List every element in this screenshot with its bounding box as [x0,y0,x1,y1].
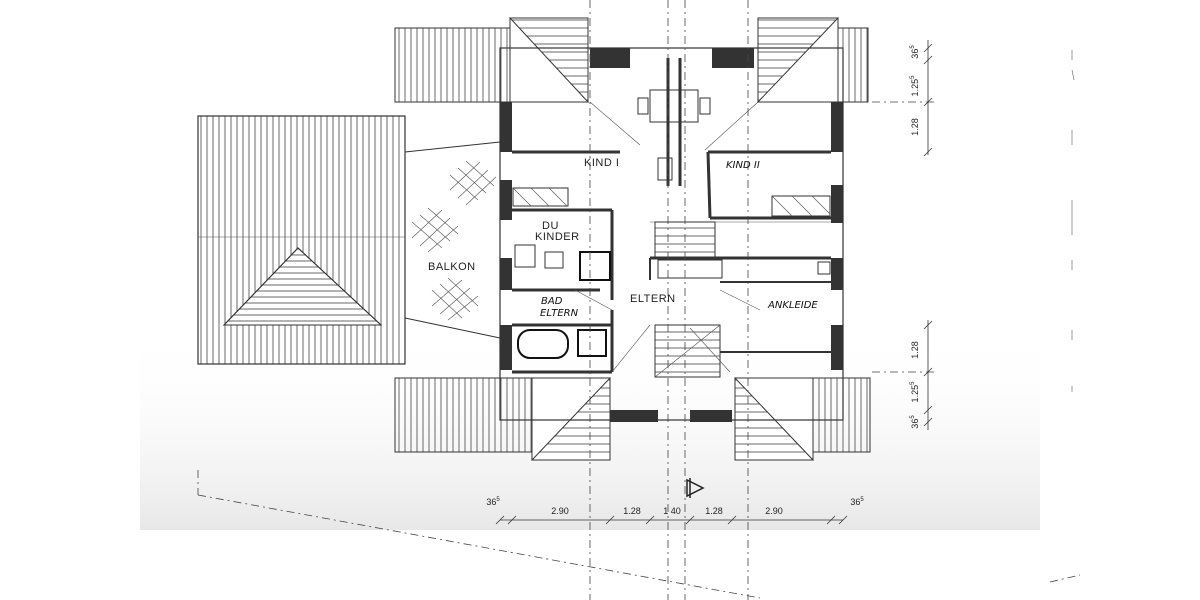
dimension-label: 365 [910,415,920,429]
dimension-tick [838,515,848,525]
margin-marks [1071,50,1075,392]
dimension-label: 2.90 [765,506,783,516]
dimension-tick [923,417,933,427]
label-du-kinder-2: KINDER [535,231,580,243]
dimension-label: 1.28 [910,118,920,136]
dimension-tick [923,97,933,107]
bathroom-fixtures [512,157,673,359]
label-kind-2: KIND II [726,160,760,171]
roof-top-left [394,17,589,104]
dimension-tick [923,405,933,415]
dimension-bottom: 365 2.90 1.28 1 40 1.28 2.90 365 [486,497,864,525]
balcony-roof [197,115,406,365]
dimension-tick [685,515,695,525]
dimension-label: 1.28 [705,506,723,516]
dimension-label: 365 [486,497,500,507]
dimension-tick [727,515,737,525]
label-kind-1: KIND I [584,157,619,169]
label-bad-eltern-2: ELTERN [540,308,579,319]
roof-top-right [757,17,869,104]
dimension-label: 365 [850,497,864,507]
dimension-label: 1 40 [663,506,681,516]
label-eltern: ELTERN [630,293,676,305]
dimension-label: 1.28 [910,341,920,359]
label-du-kinder-1: DU [542,220,559,232]
dimension-label: 2.90 [551,506,569,516]
dimension-tick [507,515,517,525]
dimension-tick [923,367,933,377]
dimension-tick [826,515,836,525]
roof-bottom-right [734,376,871,461]
dimension-label: 1.28 [623,506,641,516]
dimension-label: 365 [910,45,920,59]
dimension-label: 1.255 [910,381,920,403]
dimension-tick [923,147,933,157]
building-outline [499,47,844,422]
label-bad-eltern-1: BAD [541,296,563,307]
roof-slope-lines [574,101,761,373]
label-balkon: BALKON [428,261,476,273]
dimension-tick [495,515,505,525]
dimension-tick [605,515,615,525]
entrance-arrow-icon [686,478,705,498]
dimension-label: 1.255 [910,75,920,97]
kind2-fixtures [657,195,831,279]
label-ankleide: ANKLEIDE [767,300,818,311]
dimension-tick [923,43,933,53]
dimension-right: 365 1.255 1.28 1.28 1.255 365 [910,40,933,430]
dimension-tick [923,55,933,65]
balcony-area [404,141,501,339]
dimension-tick [645,515,655,525]
dimension-tick [923,320,933,330]
axis-lines [197,0,1081,600]
dining-table [637,89,711,123]
roof-bottom-left [394,376,611,461]
